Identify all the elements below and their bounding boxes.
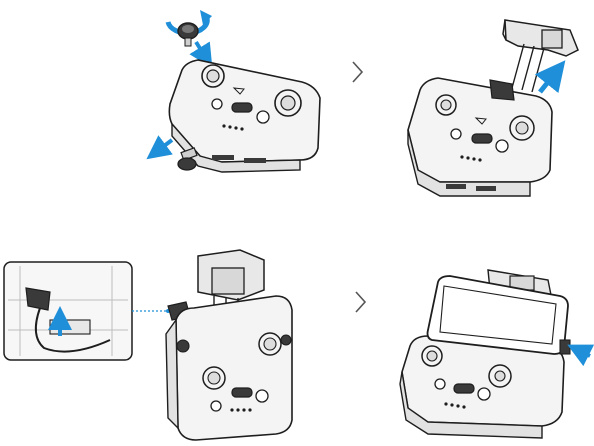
- blue-arrow-icon: [540, 72, 556, 92]
- control-stick-top: [178, 23, 198, 46]
- phone-holder-clamp: [503, 20, 578, 92]
- step-3-connect-cable: [4, 250, 292, 440]
- blue-arrow-icon: [578, 350, 590, 356]
- blue-arrow-icon: [156, 140, 172, 152]
- cable-detail-inset: [4, 262, 132, 360]
- step-2-extend-holder: [408, 20, 578, 196]
- controller-body: [408, 78, 552, 196]
- side-connector: [560, 340, 570, 354]
- chevron-right-icon: [353, 62, 362, 82]
- blue-arrow-icon: [196, 42, 206, 58]
- step-4-mount-phone: [400, 270, 590, 438]
- chevron-right-icon: [356, 292, 365, 312]
- controller-body: [166, 296, 292, 440]
- step-1-remove-sticks: [156, 10, 320, 172]
